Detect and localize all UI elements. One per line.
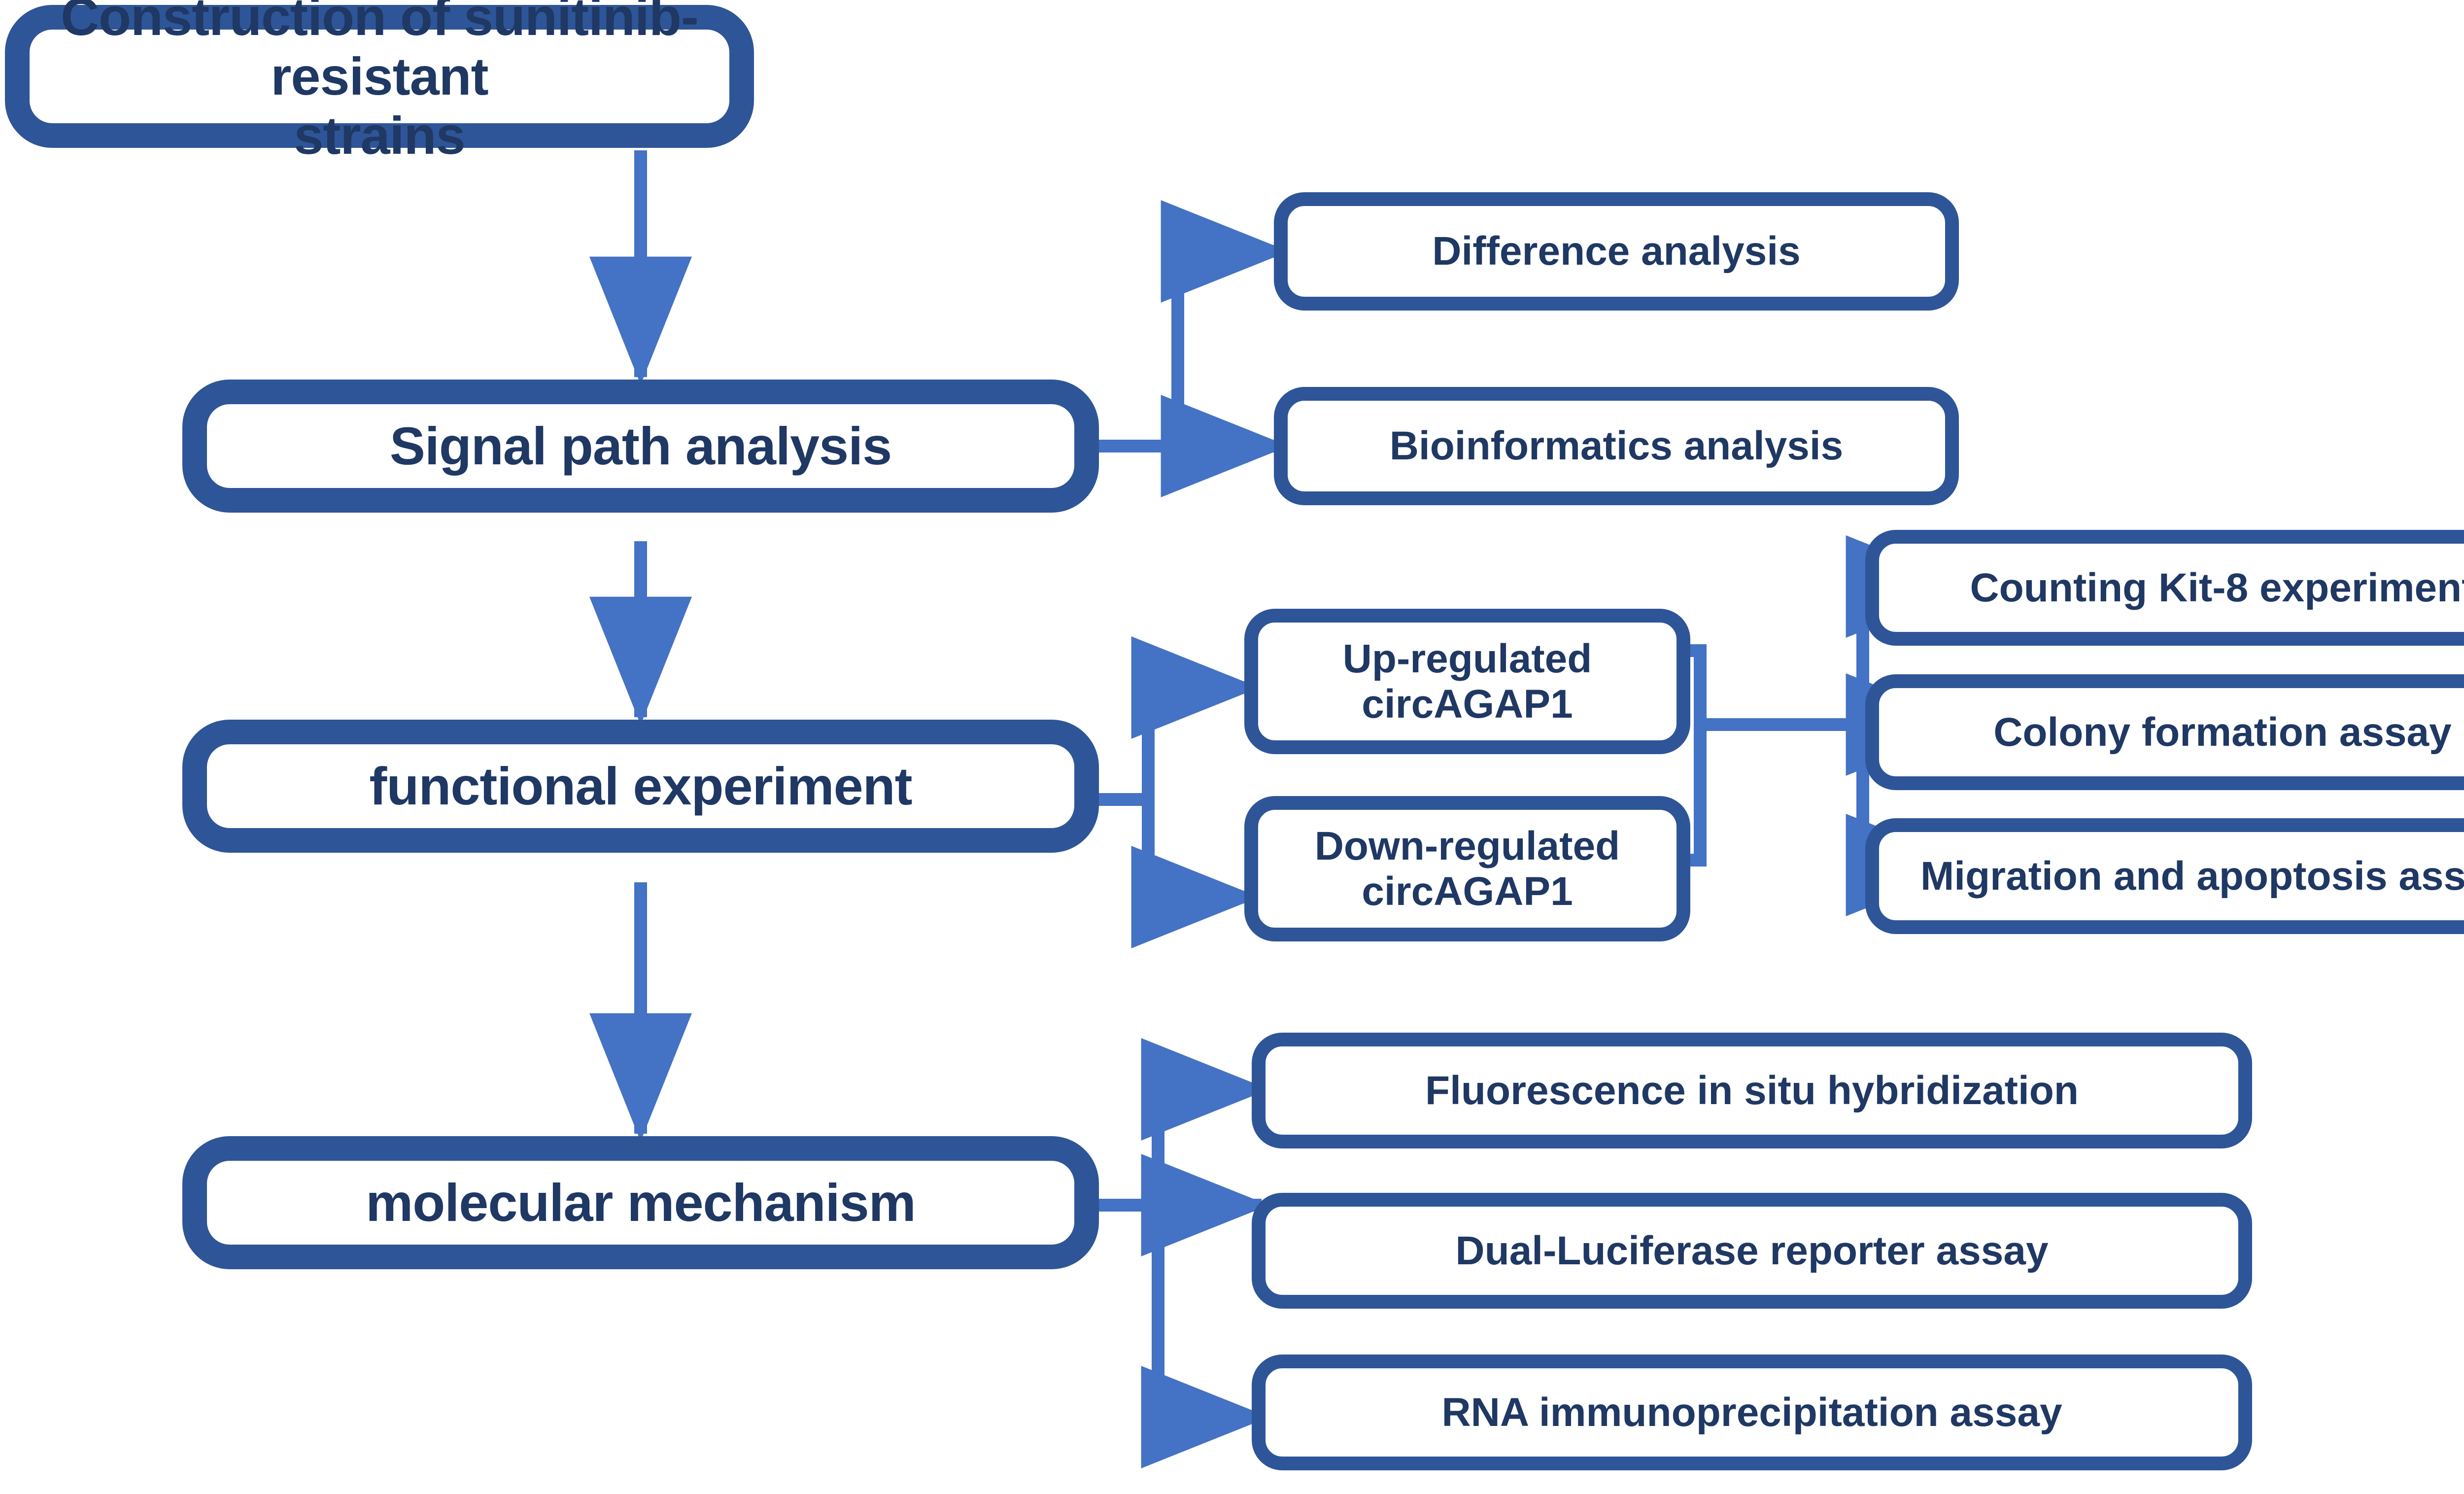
node-molecular-mechanism-label: molecular mechanism	[366, 1172, 916, 1232]
node-colony-formation-assay[interactable]: Colony formation assay	[1865, 674, 2464, 790]
edge-functional-experiment-to-down-regulated	[1131, 799, 1260, 948]
node-colony-formation-assay-label: Colony formation assay	[1993, 709, 2452, 755]
node-difference-analysis[interactable]: Difference analysis	[1274, 192, 1959, 311]
node-dual-luciferase-reporter-assay[interactable]: Dual-Luciferase reporter assay	[1252, 1193, 2252, 1309]
node-dual-luciferase-reporter-assay-label: Dual-Luciferase reporter assay	[1455, 1228, 2049, 1273]
node-bioinformatics-analysis[interactable]: Bioinformatics analysis	[1274, 387, 1959, 505]
edge-signal-path-to-difference-analysis	[1096, 200, 1289, 452]
node-functional-experiment[interactable]: functional experiment	[182, 720, 1099, 853]
node-migration-apoptosis-assays-label: Migration and apoptosis assays	[1920, 853, 2464, 899]
node-migration-apoptosis-assays[interactable]: Migration and apoptosis assays	[1865, 818, 2464, 934]
node-fluorescence-in-situ-hybridization[interactable]: Fluorescence in situ hybridization	[1252, 1033, 2252, 1148]
node-signal-path-label: Signal path analysis	[389, 416, 892, 476]
node-rna-immunoprecipitation-assay-label: RNA immunoprecipitation assay	[1441, 1390, 2062, 1435]
node-difference-analysis-label: Difference analysis	[1432, 229, 1801, 274]
node-construction[interactable]: Construction of sunitinib-resistant stra…	[5, 0, 754, 165]
node-rna-immunoprecipitation-assay[interactable]: RNA immunoprecipitation assay	[1252, 1355, 2252, 1470]
node-down-regulated-circagap1[interactable]: Down-regulated circAGAP1	[1244, 796, 1690, 941]
edge-functional-experiment-to-up-regulated	[1096, 636, 1260, 806]
node-counting-kit-8[interactable]: Counting Kit-8 experiment	[1865, 530, 2464, 646]
node-signal-path[interactable]: Signal path analysis	[182, 380, 1099, 513]
node-up-regulated-circagap1[interactable]: Up-regulated circAGAP1	[1244, 609, 1690, 754]
node-bioinformatics-analysis-label: Bioinformatics analysis	[1389, 423, 1844, 469]
node-down-regulated-circagap1-label: Down-regulated circAGAP1	[1314, 823, 1620, 914]
node-up-regulated-circagap1-label: Up-regulated circAGAP1	[1342, 636, 1592, 727]
node-fluorescence-in-situ-hybridization-label: Fluorescence in situ hybridization	[1425, 1068, 2079, 1113]
node-construction-label: Construction of sunitinib-resistant stra…	[61, 0, 699, 166]
node-molecular-mechanism[interactable]: molecular mechanism	[182, 1136, 1099, 1269]
node-counting-kit-8-label: Counting Kit-8 experiment	[1970, 565, 2464, 610]
node-functional-experiment-label: functional experiment	[369, 756, 912, 816]
edge-molecular-mechanism-to-fish	[1096, 1038, 1269, 1212]
edge-molecular-mechanism-to-rna-ip	[1141, 1205, 1269, 1468]
